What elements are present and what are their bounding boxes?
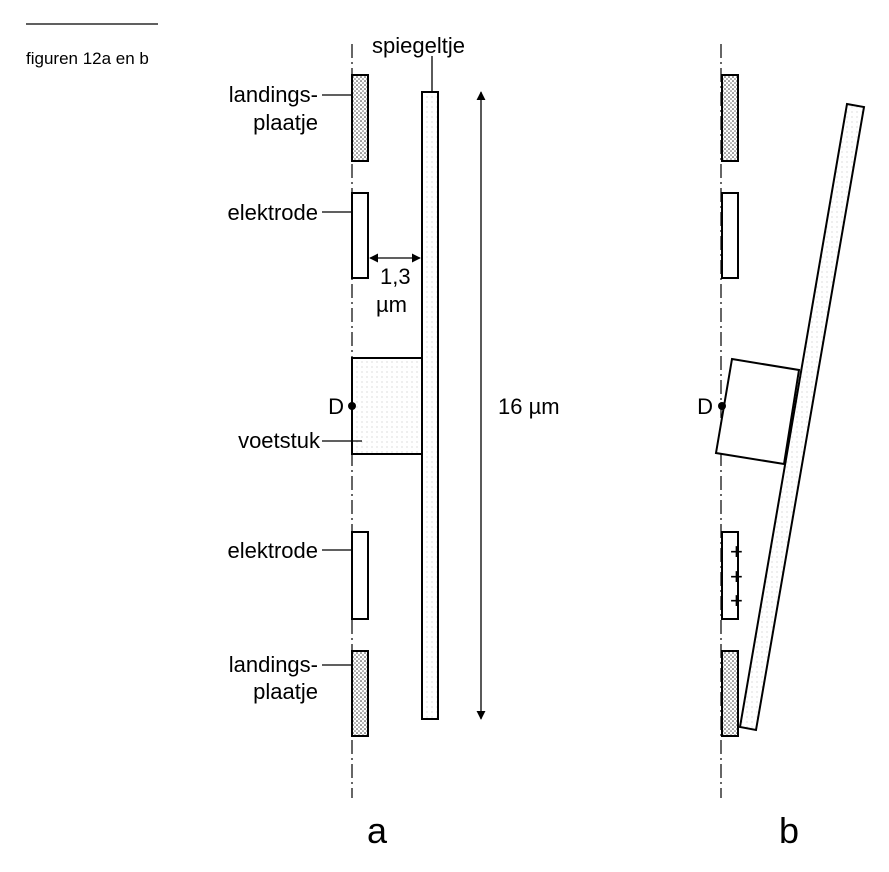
pivot-point-a [348, 402, 356, 410]
label-pedestal: voetstuk [238, 428, 321, 453]
label-pivot-b: D [697, 394, 713, 419]
electrode-bottom-a [351, 531, 369, 620]
charge-plus-3: + [730, 588, 743, 613]
label-pivot: D [328, 394, 344, 419]
landing-plate-top-b [721, 74, 739, 162]
pivot-point-b [718, 402, 726, 410]
figure-b: D + + + b [697, 44, 866, 851]
mirror-a [421, 91, 439, 720]
label-length: 16 µm [498, 394, 560, 419]
pedestal-a [351, 357, 423, 455]
charge-plus-2: + [730, 564, 743, 589]
electrode-bottom-b [721, 531, 739, 620]
label-landing-bottom-2: plaatje [253, 679, 318, 704]
subfigure-label-a: a [367, 810, 388, 851]
figure-a: spiegeltje landings- plaatje elektrode 1… [227, 33, 559, 851]
label-landing-top-1: landings- [229, 82, 318, 107]
landing-plate-bottom-b [721, 650, 739, 737]
electrode-top-a [351, 192, 369, 279]
pedestal-b [714, 357, 801, 466]
subfigure-label-b: b [779, 810, 799, 851]
label-electrode-bottom: elektrode [227, 538, 318, 563]
label-landing-top-2: plaatje [253, 110, 318, 135]
figure-caption: figuren 12a en b [26, 49, 149, 68]
mirror-b [738, 102, 866, 732]
label-gap-unit: µm [376, 292, 407, 317]
label-landing-bottom-1: landings- [229, 652, 318, 677]
label-electrode-top: elektrode [227, 200, 318, 225]
label-mirror: spiegeltje [372, 33, 465, 58]
label-gap-value: 1,3 [380, 264, 411, 289]
landing-plate-top-a [351, 74, 369, 162]
electrode-top-b [721, 192, 739, 279]
charge-plus-1: + [730, 539, 743, 564]
landing-plate-bottom-a [351, 650, 369, 737]
